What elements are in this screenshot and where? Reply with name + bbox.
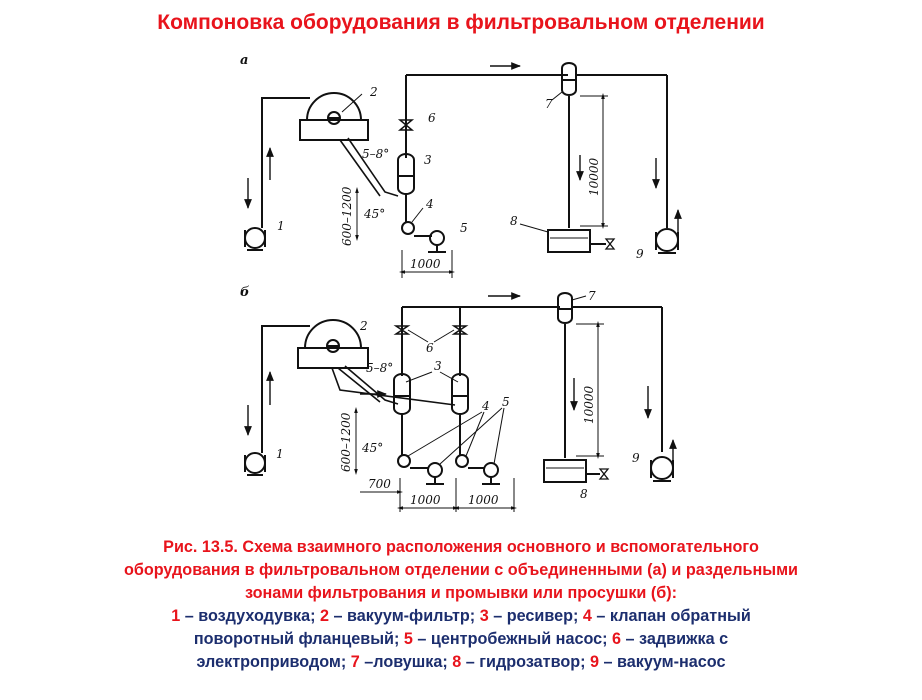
caption-line-2: оборудования в фильтровальном отделении … (123, 561, 798, 579)
page-title: Компоновка оборудования в фильтровальном… (157, 11, 765, 34)
water-seal-8-icon (547, 229, 616, 253)
gate-valve-6b-left-icon (393, 325, 411, 335)
equipment-layout-diagram: а 1 2 5–8° 3 (240, 53, 682, 512)
scheme-b-label: б (240, 285, 250, 300)
gate-valve-6-icon (397, 119, 415, 131)
scheme-b: б 1 2 5–8° 3 (240, 285, 677, 512)
svg-text:600–1200: 600–1200 (340, 186, 354, 246)
gate-valve-6b-right-icon (451, 325, 469, 335)
svg-text:5–8°: 5–8° (362, 147, 389, 161)
svg-text:5: 5 (502, 395, 510, 409)
legend-line-2: поворотный фланцевый; 5 – центробежный н… (193, 630, 729, 648)
svg-text:8: 8 (580, 487, 588, 501)
pump-5b-left-icon (410, 462, 444, 485)
svg-text:45°: 45° (363, 207, 385, 221)
pump-5b-right-icon (468, 462, 500, 485)
svg-text:5–8°: 5–8° (366, 361, 393, 375)
water-seal-8b-icon (543, 459, 610, 483)
caption-line-1: Рис. 13.5. Схема взаимного расположения … (163, 538, 759, 556)
vacuum-pump-9-icon (655, 228, 679, 254)
trap-7b-icon (557, 292, 573, 324)
svg-text:8: 8 (510, 214, 518, 228)
caption-line-3: зонами фильтрования и промывки или просу… (244, 584, 678, 602)
svg-text:600–1200: 600–1200 (339, 412, 353, 472)
svg-text:7: 7 (588, 289, 596, 303)
svg-text:1: 1 (277, 219, 285, 233)
pump-5-icon (414, 230, 446, 253)
receiver-3b-left-icon (393, 373, 411, 415)
svg-text:1000: 1000 (410, 493, 441, 507)
svg-text:45°: 45° (361, 441, 383, 455)
svg-text:10000: 10000 (582, 385, 596, 424)
svg-text:9: 9 (632, 451, 640, 465)
svg-text:1000: 1000 (468, 493, 499, 507)
svg-text:5: 5 (460, 221, 468, 235)
svg-text:4: 4 (481, 399, 490, 413)
svg-text:700: 700 (368, 477, 391, 491)
svg-text:6: 6 (428, 111, 436, 125)
svg-text:7: 7 (545, 97, 553, 111)
svg-text:2: 2 (369, 85, 378, 99)
check-valve-4b-left-icon (397, 454, 411, 468)
legend-line-1: 1 – воздуходувка; 2 – вакуум-фильтр; 3 –… (171, 607, 751, 625)
svg-text:9: 9 (636, 247, 644, 261)
svg-text:3: 3 (424, 153, 432, 167)
svg-text:2: 2 (359, 319, 368, 333)
svg-text:10000: 10000 (587, 157, 601, 196)
vacuum-pump-9b-icon (650, 456, 674, 482)
vacuum-filter-2b-icon (297, 319, 369, 369)
scheme-a-label: а (240, 53, 248, 68)
legend-line-3: электроприводом; 7 –ловушка; 8 – гидроза… (196, 653, 726, 671)
vacuum-filter-2-icon (299, 92, 369, 141)
scheme-a: а 1 2 5–8° 3 (240, 53, 682, 278)
svg-text:1000: 1000 (410, 257, 441, 271)
svg-text:4: 4 (425, 197, 434, 211)
svg-text:3: 3 (434, 359, 442, 373)
trap-7-icon (561, 62, 577, 96)
pipe-blower-to-filter (261, 97, 310, 228)
check-valve-4-icon (401, 221, 415, 235)
check-valve-4b-right-icon (455, 454, 469, 468)
blower-1b-icon (244, 452, 266, 476)
svg-text:6: 6 (426, 341, 434, 355)
receiver-3b-right-icon (451, 373, 469, 415)
receiver-3-icon (397, 153, 415, 195)
blower-1-icon (244, 227, 266, 251)
svg-text:1: 1 (276, 447, 284, 461)
figure-caption: Рис. 13.5. Схема взаимного расположения … (0, 536, 922, 674)
slope-pipe-a (339, 137, 399, 197)
